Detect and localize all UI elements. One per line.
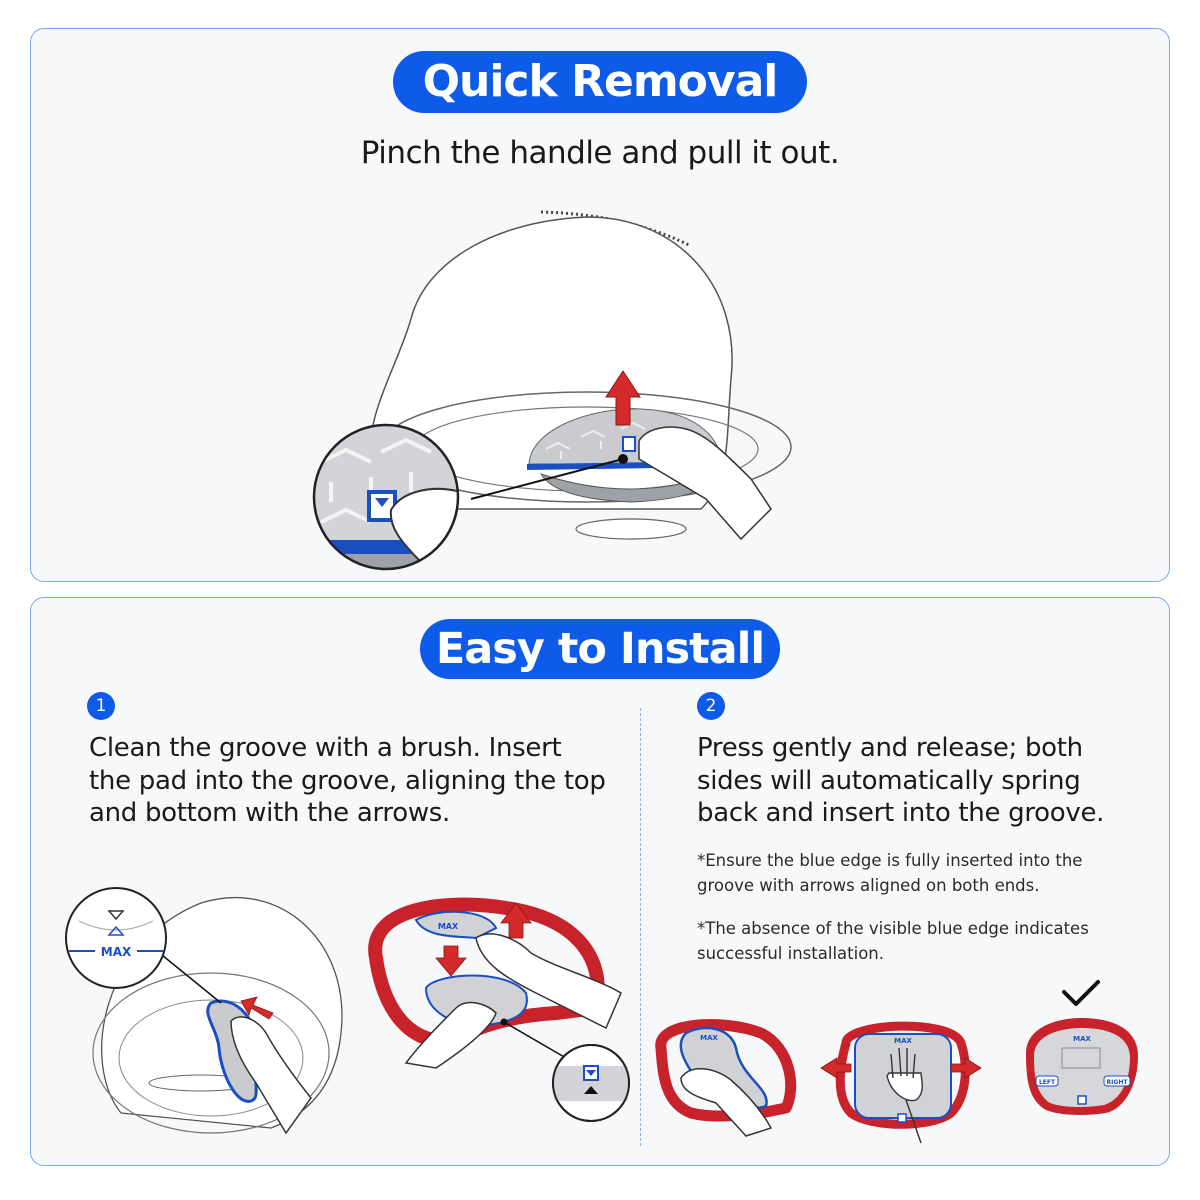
zoom-pointer-line xyxy=(503,1021,567,1059)
pad-insert xyxy=(679,1026,768,1109)
step-1-pad-illustration: MAX xyxy=(368,897,630,1122)
pad-red-frame xyxy=(655,1019,797,1122)
pad-handle xyxy=(622,436,636,452)
step-2-note-success: *The absence of the visible blue edge in… xyxy=(697,919,1089,963)
hand-bottom xyxy=(404,1001,497,1069)
step-2-release-illustration: MAX xyxy=(820,1021,982,1144)
step-2-success-illustration: MAX LEFT RIGHT xyxy=(1026,980,1138,1115)
right-label: RIGHT xyxy=(1107,1079,1129,1086)
arrow-up-marker xyxy=(107,925,125,936)
device-slot xyxy=(575,518,687,540)
insert-arrow-up xyxy=(500,902,532,939)
pull-up-arrow xyxy=(605,370,641,426)
hand-pinching xyxy=(638,426,772,541)
step-2-note-blue-edge: *Ensure the blue edge is fully inserted … xyxy=(697,851,1083,895)
hand-open xyxy=(886,1047,923,1144)
pad-red-frame xyxy=(835,1021,970,1129)
quick-removal-title: Quick Removal xyxy=(393,51,807,113)
easy-install-title: Easy to Install xyxy=(420,619,780,679)
step-divider xyxy=(640,708,641,1146)
max-label: MAX xyxy=(101,945,132,959)
left-label: LEFT xyxy=(1039,1079,1056,1086)
spring-left-arrow xyxy=(820,1057,852,1079)
max-label: MAX xyxy=(894,1037,912,1045)
insert-arrow xyxy=(240,996,274,1020)
spring-right-arrow xyxy=(950,1057,982,1079)
step-1-pad-zoom xyxy=(552,1044,630,1122)
removal-zoom-detail xyxy=(312,423,460,571)
insert-arrow-down xyxy=(435,945,467,977)
device-base-inner xyxy=(118,999,304,1117)
hand-pressing xyxy=(680,1068,773,1137)
step-2-text: Press gently and release; both sides wil… xyxy=(697,733,1105,828)
step-1-zoom-detail: MAX xyxy=(65,887,167,989)
quick-removal-panel: Quick Removal Pinch the handle and pull … xyxy=(30,28,1170,582)
pad-top-insert xyxy=(414,910,498,940)
hand-inserting xyxy=(230,1016,312,1135)
max-label: MAX xyxy=(700,1034,718,1042)
quick-removal-subtitle: Pinch the handle and pull it out. xyxy=(360,135,840,171)
step-1-text: Clean the groove with a brush. Insert th… xyxy=(89,733,606,828)
step-1-badge: 1 xyxy=(87,692,115,720)
success-check-icon xyxy=(1062,980,1100,1006)
step-2-press-illustration: MAX xyxy=(655,1019,797,1137)
max-label: MAX xyxy=(438,922,459,931)
zoom-pointer-line xyxy=(470,458,624,500)
arrow-down-marker xyxy=(107,910,125,921)
removal-illustration xyxy=(370,210,792,541)
max-label: MAX xyxy=(1073,1035,1091,1043)
easy-install-panel: Easy to Install 1 Clean the groove with … xyxy=(30,597,1170,1166)
step-2-badge: 2 xyxy=(697,692,725,720)
hand-top xyxy=(475,933,622,1030)
device-base-outer xyxy=(92,972,330,1134)
